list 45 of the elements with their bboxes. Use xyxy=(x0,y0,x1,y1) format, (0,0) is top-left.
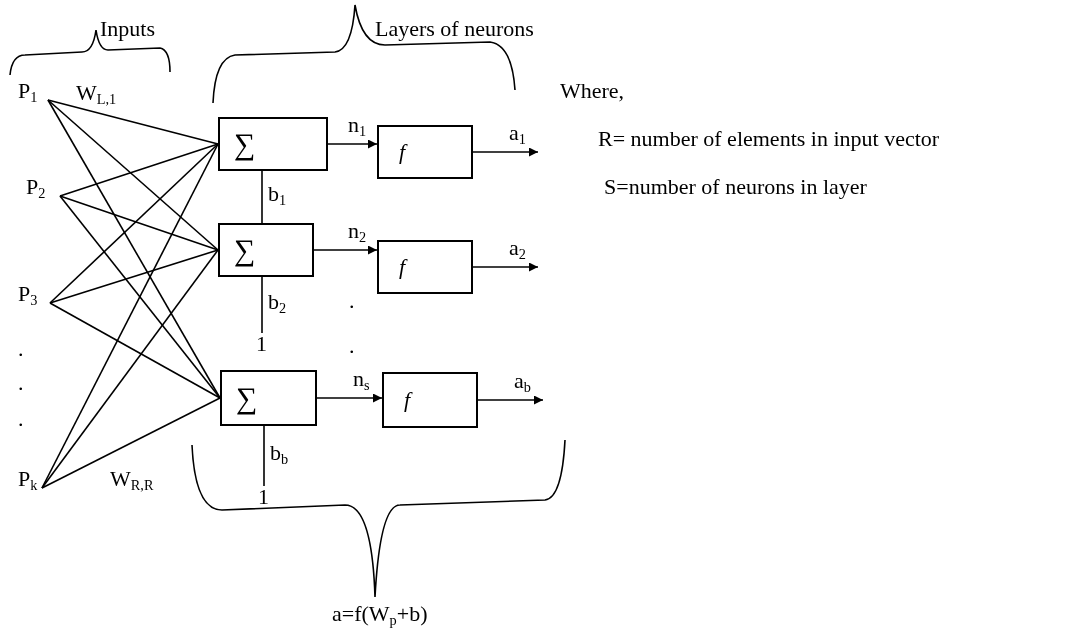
connector-line xyxy=(49,249,219,304)
connector-line xyxy=(47,99,219,145)
arrow xyxy=(477,395,544,405)
connector-line xyxy=(41,397,221,489)
text-label: W$_{R,R}$ xyxy=(110,468,154,492)
connector-line xyxy=(261,170,263,224)
bias-input-label: 1 xyxy=(258,486,269,508)
text-label: W$_{L,1}$ xyxy=(76,82,117,106)
input-label: P$_{1}$ xyxy=(18,80,38,104)
arrow xyxy=(472,262,539,272)
connector-line xyxy=(59,143,219,197)
text-label: Where, xyxy=(560,80,625,102)
summation-box: ∑ xyxy=(220,370,317,426)
arrow xyxy=(327,139,378,149)
text-label: S=number of neurons in layer xyxy=(604,176,867,198)
connector-line xyxy=(49,143,219,304)
text-label: Layers of neurons xyxy=(375,18,534,40)
arrow xyxy=(472,147,539,157)
connector-line xyxy=(263,425,265,487)
bias-input-label: 1 xyxy=(256,333,267,355)
connector-line xyxy=(41,249,219,489)
connector-line xyxy=(59,195,221,399)
summation-box: ∑ xyxy=(218,223,314,277)
text-label: . xyxy=(18,338,24,360)
arrow xyxy=(316,393,383,403)
input-label: P$_{k}$ xyxy=(18,468,38,492)
text-label: a=f(W$_{p}$+b) xyxy=(332,603,428,627)
summation-box: ∑ xyxy=(218,117,328,171)
connector-line xyxy=(47,99,219,251)
connector-line xyxy=(261,276,263,334)
text-label: . xyxy=(18,408,24,430)
connector-line xyxy=(41,143,219,489)
connector-line xyxy=(49,302,221,399)
arrow xyxy=(313,245,378,255)
text-label: . xyxy=(18,372,24,394)
input-label: P$_{2}$ xyxy=(26,176,46,200)
transfer-function-box: f xyxy=(377,125,473,179)
text-label: Inputs xyxy=(100,18,155,40)
input-label: P$_{3}$ xyxy=(18,283,38,307)
text-label: . xyxy=(349,290,355,312)
connector-line xyxy=(59,195,219,251)
transfer-function-box: f xyxy=(377,240,473,294)
text-label: R= number of elements in input vector xyxy=(598,128,940,150)
transfer-function-box: f xyxy=(382,372,478,428)
text-label: . xyxy=(349,335,355,357)
